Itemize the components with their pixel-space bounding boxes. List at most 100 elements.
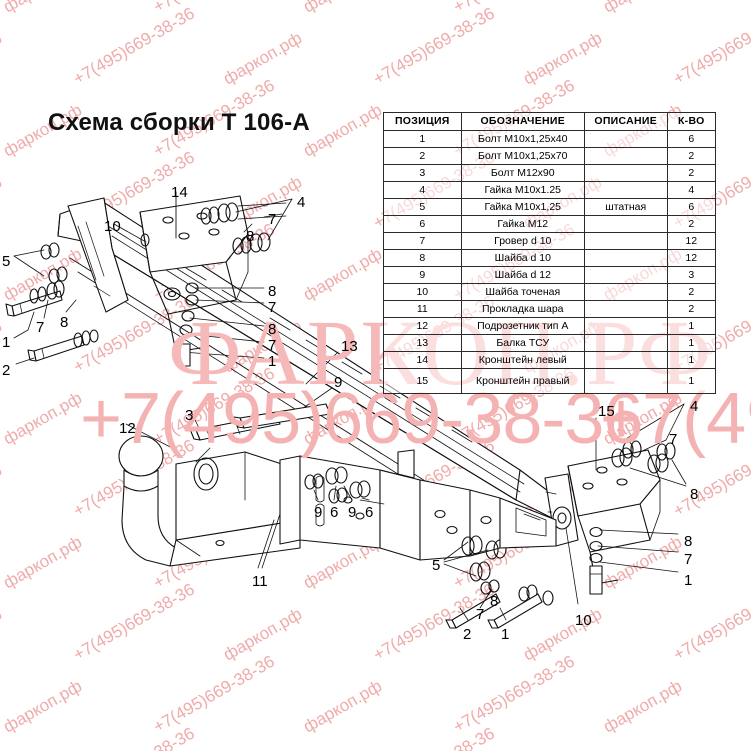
cell-quantity: 1 [666, 368, 717, 394]
callout-8: 8 [490, 593, 499, 610]
watermark-tile: фаркоп.рф [600, 676, 686, 737]
watermark-tile: +7(495)669-38-36 [370, 3, 498, 89]
watermark-tile: +7(495)669-38-36 [70, 291, 198, 377]
watermark-tile: фаркоп.рф [220, 316, 306, 377]
watermark-tile: фаркоп.рф [300, 676, 386, 737]
header-designation: ОБОЗНАЧЕНИЕ [460, 112, 585, 131]
cell-quantity: 12 [666, 249, 717, 267]
cell-position: 7 [383, 232, 462, 250]
callout-7: 7 [268, 211, 277, 228]
watermark-tile: фаркоп.рф [0, 532, 86, 593]
callout-8: 8 [60, 314, 69, 331]
watermark-tile: +7(495)669-38-36 [70, 579, 198, 665]
watermark-tile: +7(495)669-38-36 [150, 0, 278, 17]
callout-8: 8 [246, 228, 255, 245]
cell-position: 8 [383, 249, 462, 267]
watermark-tile: +7(495)669-38-36 [150, 651, 278, 737]
hardware-right-lower [589, 526, 603, 595]
cell-designation: Гайка М10х1.25 [460, 181, 585, 199]
cell-designation: Шайба d 10 [460, 249, 585, 267]
watermark-tile: +7(495)669-38-36 [670, 435, 751, 521]
cell-designation: Гайка М12 [460, 215, 585, 233]
cell-position: 2 [383, 147, 462, 165]
watermark-tile: +7(495)669-38-36 [70, 3, 198, 89]
cell-designation: Прокладка шара [460, 300, 585, 318]
callout-1: 1 [268, 353, 277, 370]
cell-position: 14 [383, 351, 462, 369]
watermark-tile: фаркоп.рф [0, 28, 6, 89]
watermark-tile: фаркоп.рф [0, 676, 86, 737]
cell-description [583, 164, 668, 182]
leader-lines-9-6 [125, 413, 370, 569]
parts-table: ПОЗИЦИЯ ОБОЗНАЧЕНИЕ ОПИСАНИЕ К-ВО 1 Болт … [383, 112, 717, 394]
callout-4: 4 [690, 398, 699, 415]
cell-quantity: 6 [666, 198, 717, 216]
left-bracket-14 [139, 195, 249, 353]
cell-quantity: 2 [666, 283, 717, 301]
callout-14: 14 [171, 184, 188, 201]
cell-designation: Болт М10х1,25х70 [460, 147, 585, 165]
cell-quantity: 1 [666, 351, 717, 369]
cell-position: 11 [383, 300, 462, 318]
callout-8: 8 [268, 283, 277, 300]
cell-description: штатная [583, 198, 668, 216]
callout-9: 9 [348, 504, 357, 521]
watermark-tile: +7(495)669-38-36 [150, 219, 278, 305]
watermark-tile: фаркоп.рф [220, 172, 306, 233]
cell-designation: Подрозетник тип А [460, 317, 585, 335]
cell-quantity: 12 [666, 232, 717, 250]
watermark-tile: фаркоп.рф [0, 388, 86, 449]
callout-1: 1 [684, 572, 693, 589]
watermark-tile: +7(495)669-38-36 [150, 363, 278, 449]
table-header-row: ПОЗИЦИЯ ОБОЗНАЧЕНИЕ ОПИСАНИЕ К-ВО [383, 112, 717, 131]
callout-9: 9 [334, 374, 343, 391]
callout-6: 6 [330, 504, 339, 521]
cell-description [583, 300, 668, 318]
right-bracket-15 [544, 449, 661, 585]
callout-4: 4 [297, 194, 306, 211]
cell-description [583, 283, 668, 301]
cell-designation: Гровер d 10 [460, 232, 585, 250]
cell-position: 15 [383, 368, 462, 394]
callout-2: 2 [2, 362, 11, 379]
cell-description [583, 215, 668, 233]
bolt-1-left [5, 290, 63, 317]
callout-7: 7 [268, 299, 277, 316]
watermark-tile: фаркоп.рф [300, 244, 386, 305]
callout-8: 8 [684, 533, 693, 550]
hardware-bottom-center [445, 535, 554, 629]
leader-9 [285, 387, 333, 421]
callout-2: 2 [463, 626, 472, 643]
callout-12: 12 [119, 420, 136, 437]
cell-description [583, 334, 668, 352]
callout-9: 9 [314, 504, 323, 521]
left-gusset [67, 197, 129, 313]
bolt-2-left [27, 335, 85, 362]
tow-ball-assembly [118, 435, 301, 567]
watermark-tile: +7(495)669-38-36 [670, 3, 751, 89]
cell-position: 9 [383, 266, 462, 284]
cell-description [583, 351, 668, 369]
callout-6: 6 [365, 504, 374, 521]
cell-position: 3 [383, 164, 462, 182]
watermark-tile: +7(495)669-38-36 [450, 651, 578, 737]
center-bracket-plate [279, 449, 501, 561]
cell-designation: Болт М12х90 [460, 164, 585, 182]
watermark-tile: фаркоп.рф [600, 0, 686, 17]
callout-7: 7 [684, 551, 693, 568]
cell-position: 13 [383, 334, 462, 352]
watermark-tile: фаркоп.рф [300, 532, 386, 593]
watermark-tile: +7(495)669-38-36 [450, 507, 578, 593]
hardware-right-upper [611, 440, 676, 474]
